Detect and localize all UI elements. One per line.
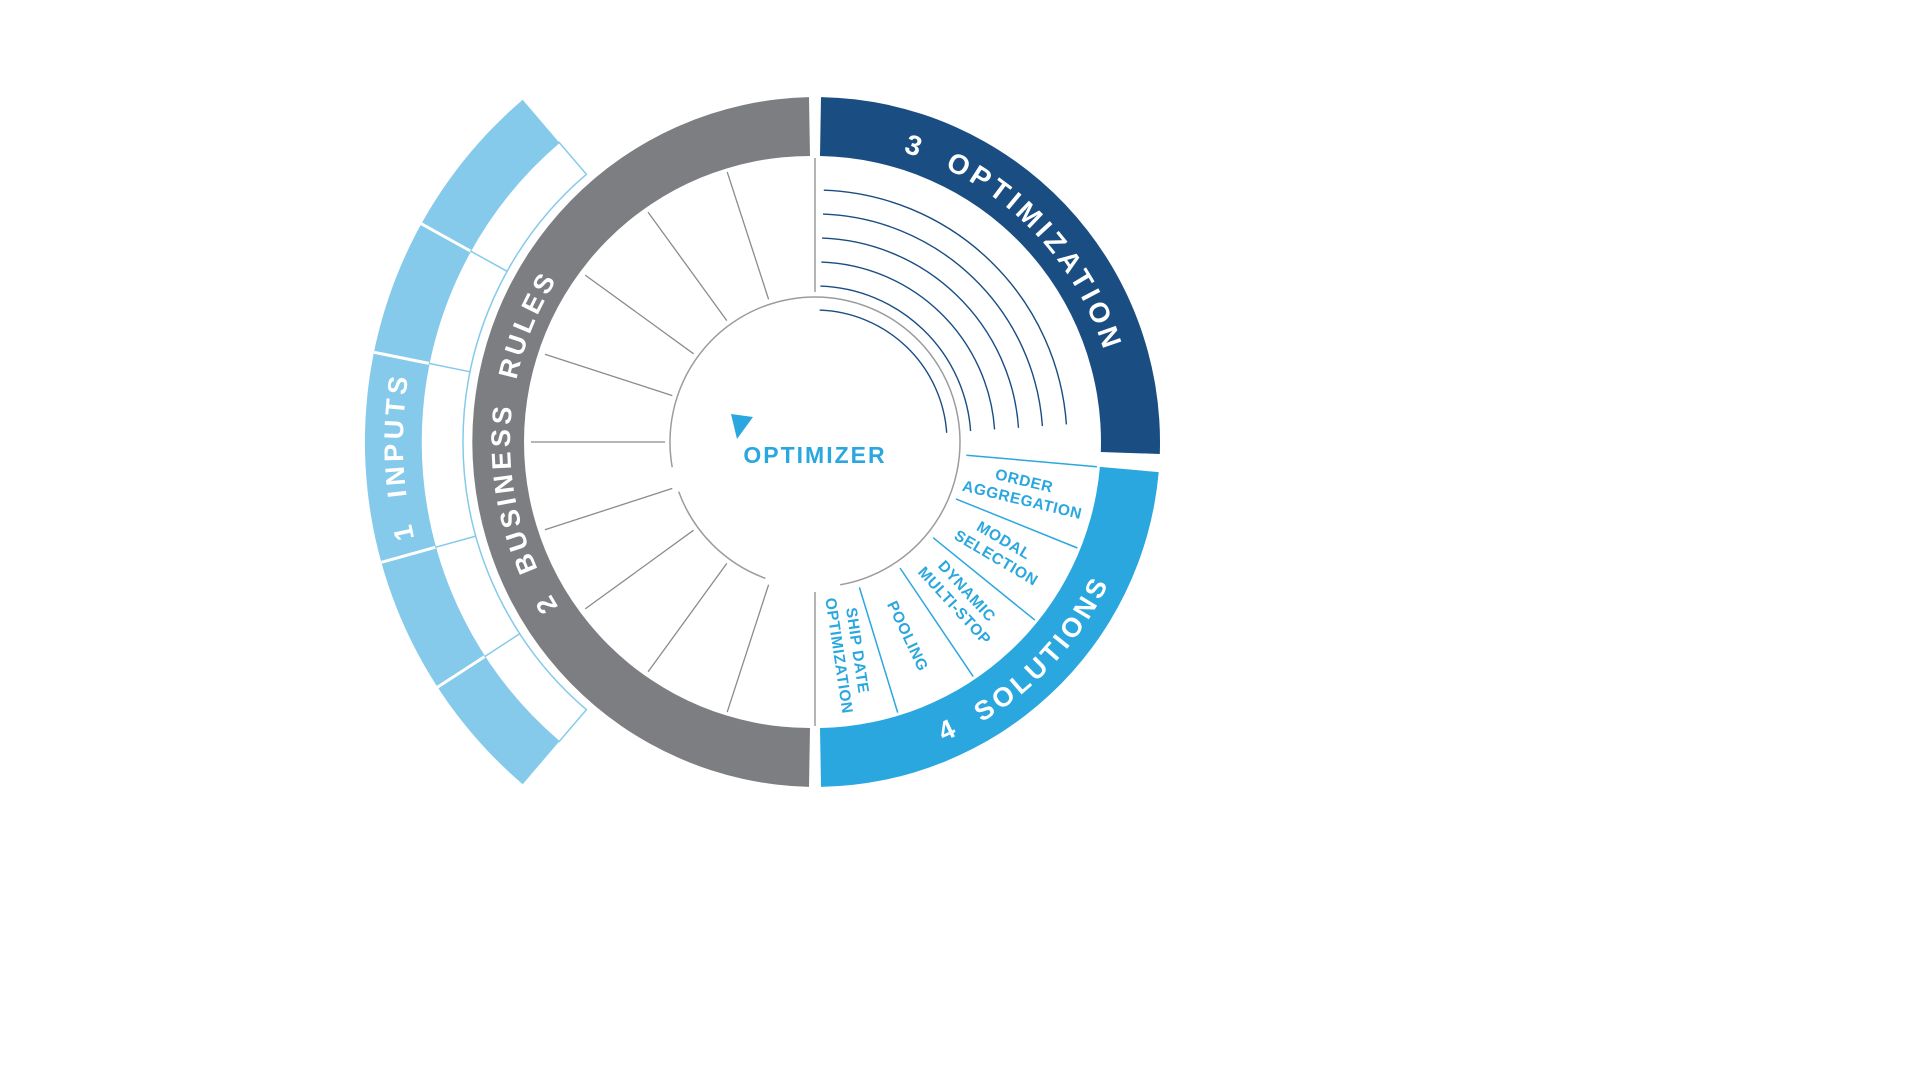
solutions-ring (820, 466, 1159, 787)
optimizer-flag-icon (731, 414, 753, 439)
inputs-arc-fill (364, 99, 560, 785)
center-label: OPTIMIZER (743, 442, 886, 468)
inputs-segment-dividers-outer (373, 222, 486, 689)
inputs-arc-inner-band (420, 141, 588, 743)
business-rules-spokes (531, 158, 816, 726)
optimization-concentric-arcs (819, 189, 1068, 433)
hub-circle (669, 296, 961, 586)
solution-label-order-aggregation: ORDER AGGREGATION (961, 459, 1089, 523)
solution-label-pooling: POOLING (883, 598, 931, 674)
inputs-segment-dividers-inner (428, 250, 521, 658)
business-rules-ring (472, 97, 810, 787)
solutions-sector-dividers (858, 454, 1097, 713)
optimization-ring (820, 97, 1161, 454)
